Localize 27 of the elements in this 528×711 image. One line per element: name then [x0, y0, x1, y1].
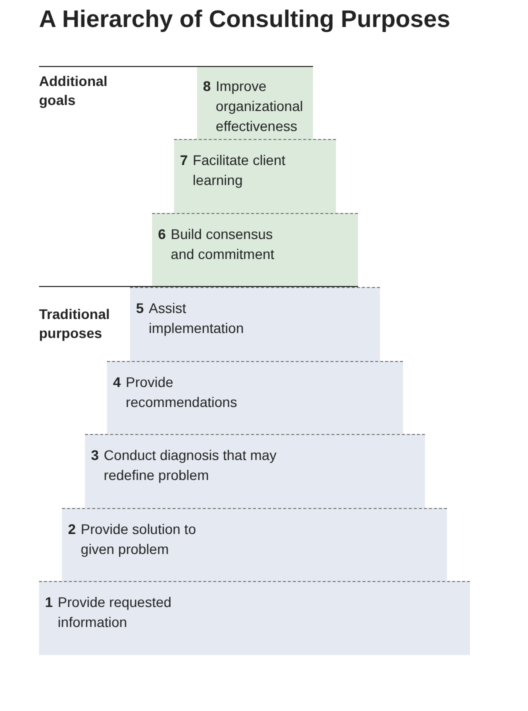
step-band [107, 361, 403, 434]
step-band [152, 213, 358, 287]
step-label: Build consensus and commitment [170, 225, 276, 264]
step-number: 1 [45, 593, 53, 612]
step-number: 3 [91, 446, 99, 465]
step-number: 5 [136, 299, 144, 318]
step-label: Provide solution to given problem [80, 520, 197, 559]
step-label: Conduct diagnosis that may redefine problem [104, 446, 278, 485]
step-band [85, 434, 425, 508]
step-label: Provide recommendations [126, 373, 238, 412]
step-number: 4 [113, 373, 121, 392]
group-label: Additional goals [39, 72, 108, 110]
step-band [197, 66, 313, 139]
group-label: Traditional purposes [39, 305, 111, 343]
step-band [130, 287, 380, 361]
step-band [174, 139, 336, 213]
step-number: 7 [180, 151, 188, 170]
step-label: Improve organizational effectiveness [216, 77, 304, 136]
step-number: 6 [158, 225, 166, 244]
step-label: Assist implementation [148, 299, 245, 338]
step-number: 2 [68, 520, 76, 539]
step-label: Provide requested information [58, 593, 172, 632]
step-band [62, 508, 447, 581]
step-number: 8 [203, 77, 211, 96]
step-label: Facilitate client learning [192, 151, 286, 190]
title: A Hierarchy of Consulting Purposes [39, 6, 450, 34]
step-band [39, 581, 470, 655]
